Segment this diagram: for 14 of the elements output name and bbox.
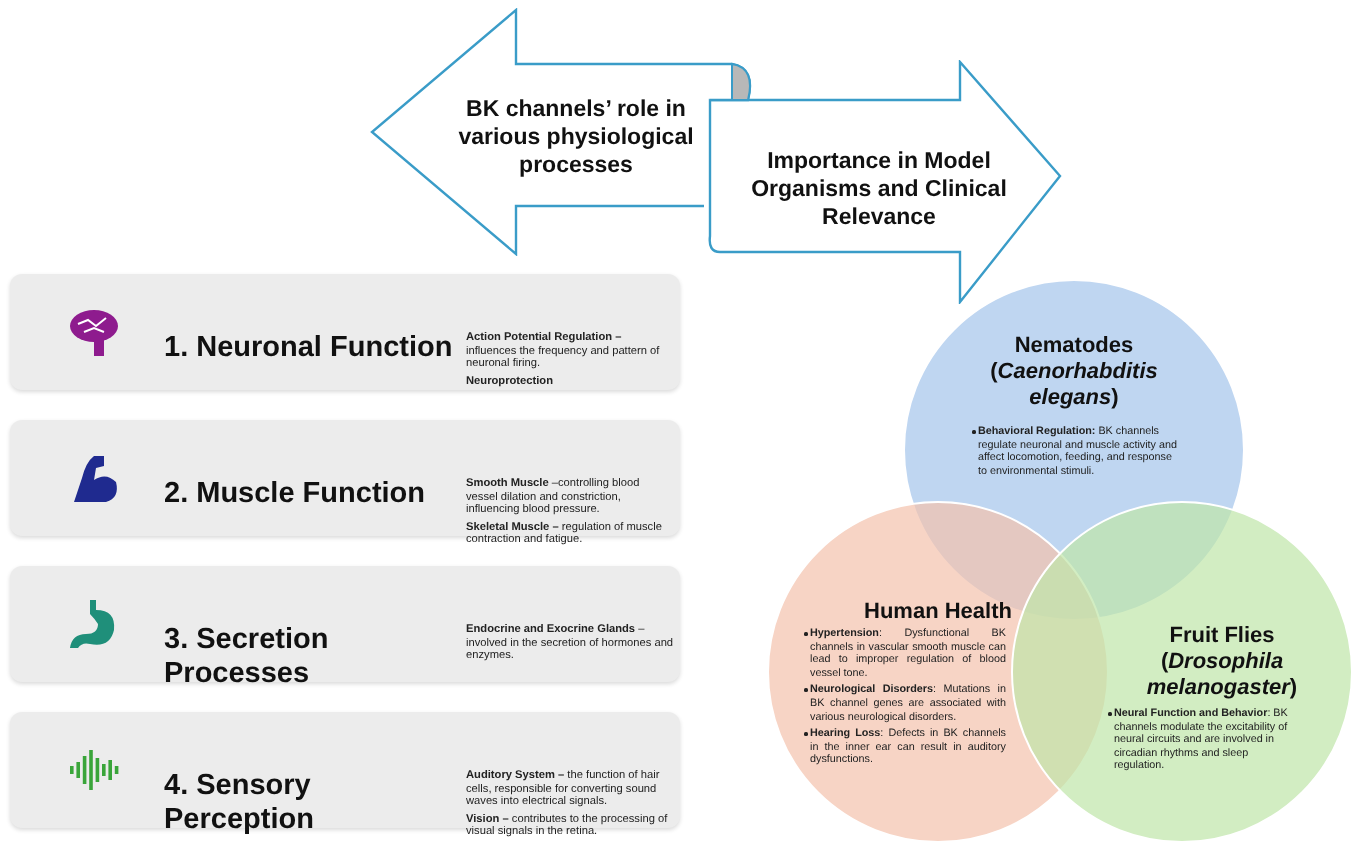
card-title: 4. Sensory Perception: [164, 770, 316, 838]
function-card: [10, 274, 680, 390]
venn-circle: [1010, 500, 1354, 844]
card-title: 2. Muscle Function: [164, 478, 428, 512]
scroll-banner: [704, 60, 1064, 304]
circle-heading: Human Health: [862, 600, 1014, 626]
function-card: [10, 566, 680, 682]
circle-heading: Fruit Flies (Drosophila melanogaster): [1144, 624, 1300, 702]
card-title: 1. Neuronal Function: [164, 332, 455, 366]
circle-heading: Nematodes (Caenorhabditis elegans): [988, 334, 1160, 412]
pointed-banner: [370, 8, 704, 256]
arrow-label: BK channels’ role in various physiological processes: [456, 96, 696, 180]
arrow-label: Importance in Model Organisms and Clinical Relevance: [749, 148, 1009, 232]
card-title: 3. Secretion Processes: [164, 624, 331, 692]
